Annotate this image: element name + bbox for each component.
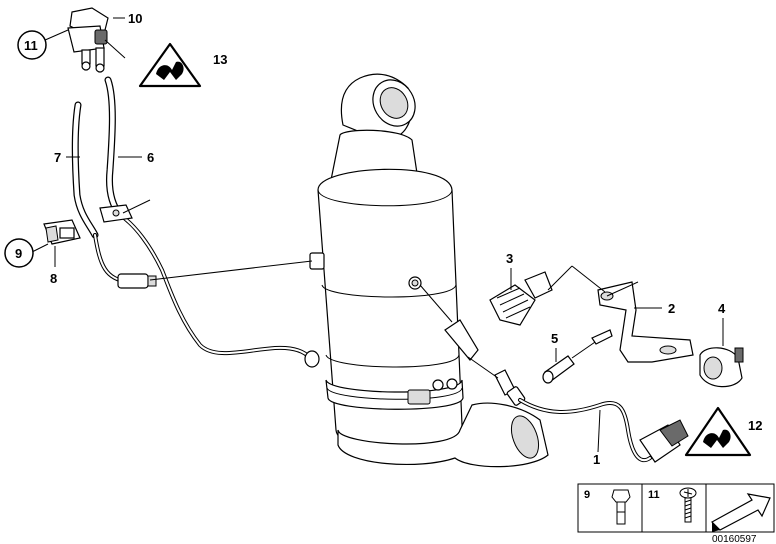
callout-7: 7 [54, 150, 61, 165]
callout-labels: 10 11 13 7 6 9 8 3 2 4 5 12 1 [4, 11, 762, 467]
hose-holder [43, 219, 81, 245]
callout-13: 13 [213, 52, 227, 67]
particulate-filter [309, 73, 549, 468]
connector-clip [489, 271, 553, 326]
bolt-icon [611, 489, 631, 525]
callout-5: 5 [551, 331, 558, 346]
screw-icon [679, 487, 697, 523]
plug-connector [699, 347, 744, 388]
callout-10: 10 [128, 11, 142, 26]
mounting-bracket [597, 281, 694, 363]
callout-9: 9 [15, 246, 22, 261]
callout-11: 11 [24, 38, 38, 53]
callout-8: 8 [50, 271, 57, 286]
document-number: 00160597 [712, 534, 757, 544]
callout-6: 6 [147, 150, 154, 165]
legend-screw-number: 11 [648, 489, 660, 501]
callout-4: 4 [718, 301, 726, 316]
callout-3: 3 [506, 251, 513, 266]
pressure-pipes [93, 204, 320, 368]
pressure-hoses [71, 76, 124, 239]
temperature-sensor [494, 369, 689, 463]
warning-triangle-icon [138, 42, 202, 88]
callout-1: 1 [593, 452, 600, 467]
callout-12: 12 [748, 418, 762, 433]
arrow-right-icon [711, 493, 771, 532]
leader-lines [31, 17, 724, 453]
warning-triangle-icon [684, 406, 752, 457]
legend-bolt-number: 9 [584, 489, 590, 501]
parts-legend: 9 11 [577, 483, 775, 533]
callout-2: 2 [668, 301, 675, 316]
sleeve [542, 329, 613, 384]
pressure-sensor [67, 7, 109, 73]
